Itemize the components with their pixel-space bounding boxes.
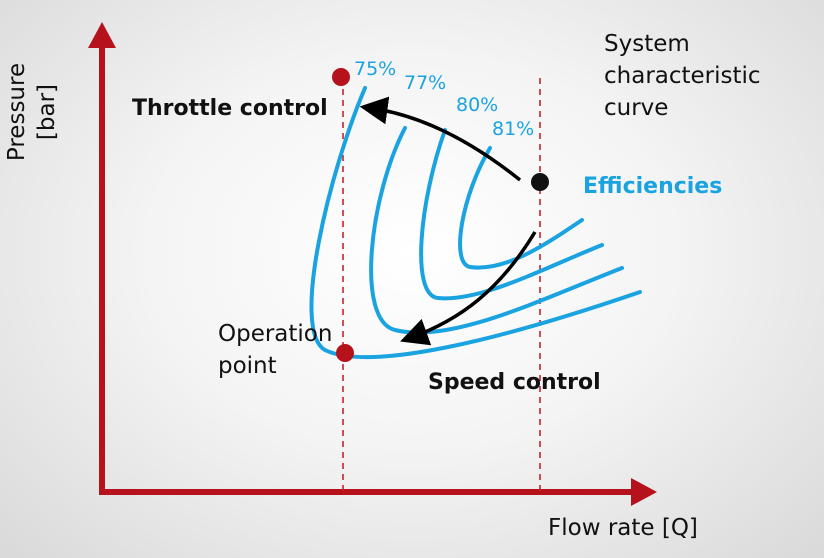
throttle-control-label: Throttle control xyxy=(132,96,328,121)
x-axis-arrowhead xyxy=(631,478,657,506)
system-curve-line3: curve xyxy=(604,95,669,121)
y-axis-label-line1: Pressure xyxy=(4,62,30,162)
efficiency-label-81: 81% xyxy=(492,118,535,140)
efficiency-point xyxy=(531,173,549,191)
efficiency-curve-77 xyxy=(369,126,624,335)
throttle-control-arrow xyxy=(359,96,522,182)
operation-point-label: Operation point xyxy=(218,318,332,382)
efficiency-label-77: 77% xyxy=(404,72,447,94)
efficiency-label-80: 80% xyxy=(456,94,499,116)
efficiency-curves xyxy=(309,86,642,360)
operation-point-line2: point xyxy=(218,353,277,379)
efficiencies-label: Efficiencies xyxy=(583,174,723,199)
system-curve-line1: System xyxy=(604,31,690,57)
operation-point-line1: Operation xyxy=(218,321,333,347)
speed-control-label: Speed control xyxy=(428,370,601,395)
y-axis-label: Pressure [bar] xyxy=(2,52,62,172)
efficiency-curve-81 xyxy=(458,146,584,270)
throttle-point xyxy=(332,68,350,86)
efficiency-curve-75 xyxy=(309,86,642,360)
system-curve-label: System characteristic curve xyxy=(604,28,761,124)
y-axis-arrowhead xyxy=(88,22,116,48)
efficiency-curve-80 xyxy=(419,128,604,301)
operation-point-marker xyxy=(336,344,354,362)
system-curve-line2: characteristic xyxy=(604,63,761,89)
efficiency-label-75: 75% xyxy=(354,58,397,80)
speed-control-arrow xyxy=(400,231,537,346)
x-axis-label: Flow rate [Q] xyxy=(548,515,698,541)
y-axis-label-line2: [bar] xyxy=(34,83,60,141)
